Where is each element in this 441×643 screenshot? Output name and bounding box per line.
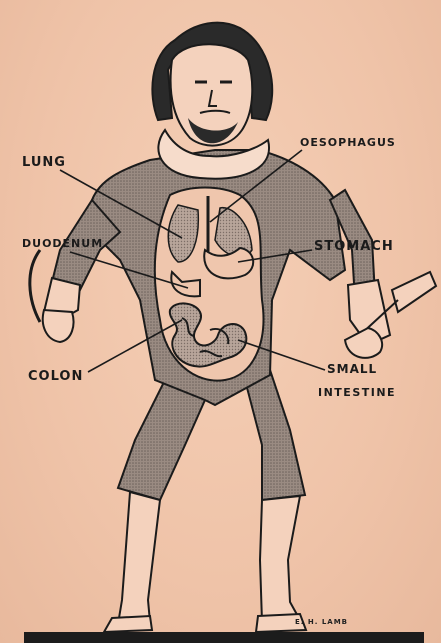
right-stocking	[260, 496, 300, 622]
scroll	[392, 272, 436, 312]
label-duodenum: DUODENUM	[22, 238, 103, 249]
right-leg	[245, 370, 305, 500]
label-colon: COLON	[28, 370, 83, 383]
left-stocking	[118, 492, 160, 624]
artist-signature: E. H. LAMB	[295, 618, 348, 626]
left-leg	[118, 380, 205, 500]
label-stomach: STOMACH	[314, 240, 394, 253]
label-oesophagus: OESOPHAGUS	[300, 137, 396, 148]
ground-bar	[24, 632, 424, 643]
label-lung: LUNG	[22, 156, 66, 169]
label-small-intestine-line1: SMALL	[327, 363, 377, 375]
quill	[30, 250, 40, 322]
label-small-intestine-line2: INTESTINE	[318, 387, 396, 398]
left-shoe	[104, 616, 152, 632]
left-hand	[43, 310, 74, 342]
right-hand	[345, 328, 382, 358]
